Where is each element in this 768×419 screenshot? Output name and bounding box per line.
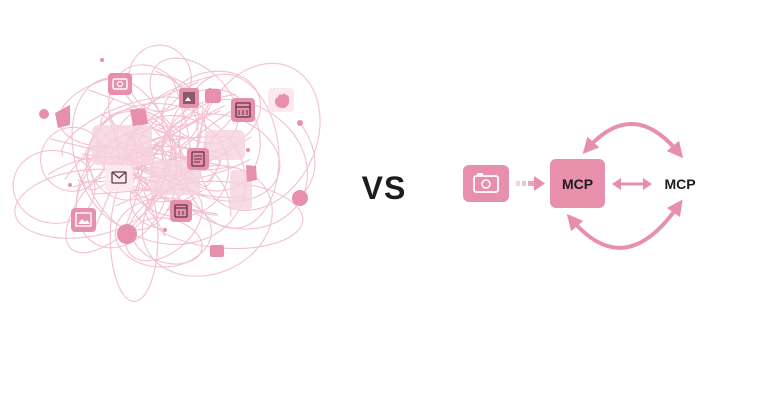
vs-label: VS xyxy=(362,170,407,206)
bottom-cycle-arrow xyxy=(566,199,683,250)
tangle-blobs xyxy=(92,125,252,210)
tangle-loop xyxy=(12,149,96,224)
tangle-dots xyxy=(39,58,308,244)
dot xyxy=(117,224,137,244)
tangle-loop xyxy=(124,188,203,262)
wedge-shape xyxy=(246,165,257,182)
mcp-diagram: MCP MCP xyxy=(463,122,696,250)
tangled-connections xyxy=(12,44,321,302)
tangle-loop xyxy=(14,168,153,239)
calendar-small-icon xyxy=(170,200,192,222)
dot xyxy=(100,58,104,62)
document-icon xyxy=(187,148,209,170)
spreadsheet-icon xyxy=(210,245,224,257)
secondary-mcp-label: MCP xyxy=(664,176,695,192)
small-tile xyxy=(205,89,221,103)
wedge-shape xyxy=(130,108,148,126)
bidirectional-arrow xyxy=(612,178,652,190)
input-arrow xyxy=(516,176,545,191)
dot xyxy=(39,109,49,119)
tangle-curve xyxy=(299,122,316,199)
dot xyxy=(163,228,167,232)
tangle-curve xyxy=(145,74,215,128)
camera-icon xyxy=(108,73,132,95)
calendar-icon xyxy=(231,98,255,122)
primary-mcp-label: MCP xyxy=(562,176,593,192)
wedge-shape xyxy=(55,105,70,128)
dot xyxy=(246,148,250,152)
mail-icon xyxy=(105,165,133,191)
top-cycle-arrow xyxy=(582,122,684,159)
image-icon xyxy=(179,88,199,108)
dot xyxy=(68,183,72,187)
dot xyxy=(292,190,308,206)
primary-mcp-node xyxy=(550,159,605,208)
picture-icon xyxy=(71,208,96,232)
hand-icon xyxy=(268,88,294,112)
camera-icon xyxy=(463,165,509,202)
dot xyxy=(297,120,303,126)
